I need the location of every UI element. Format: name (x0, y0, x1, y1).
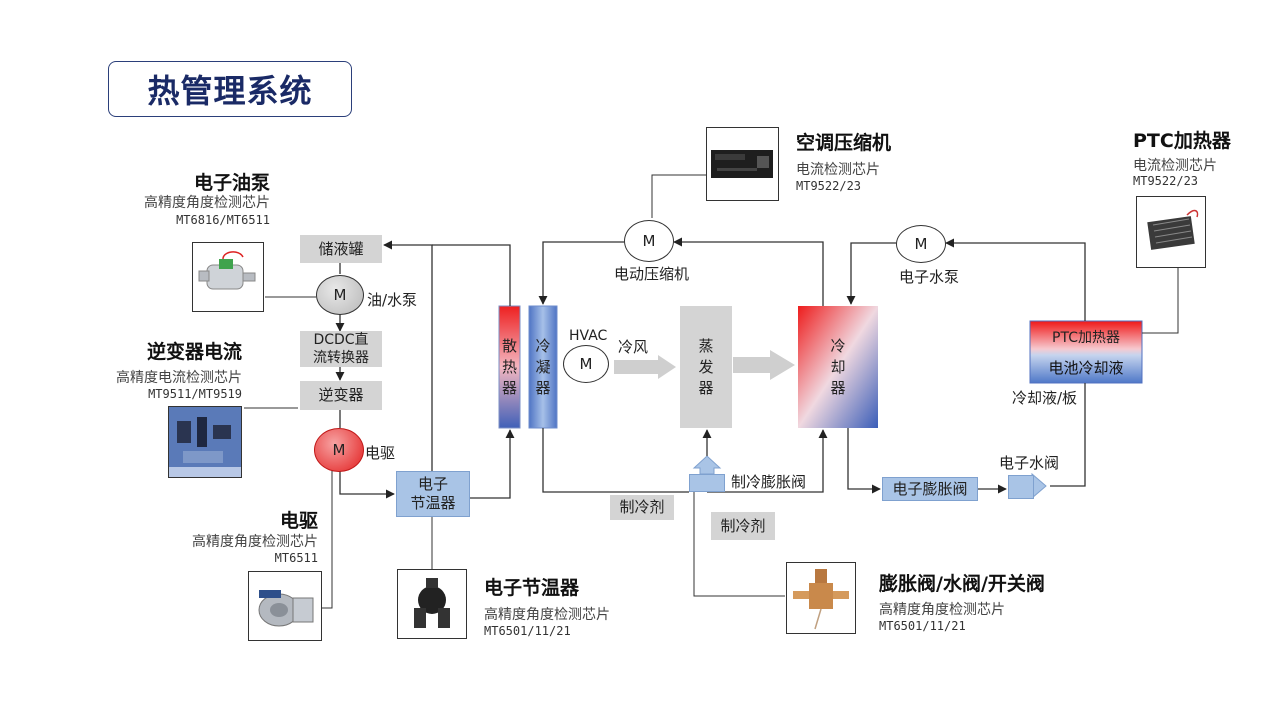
battery-coolant-box: 电池冷却液 (1048, 359, 1124, 377)
cooler-shape (798, 306, 878, 428)
callout-inverter-subtitle: 高精度电流检测芯片 (116, 370, 242, 386)
edrive-photo (248, 571, 322, 641)
thermostat-line-1: 电子 (417, 475, 448, 493)
cooler: 冷 却 器 (798, 306, 878, 428)
water-valve-arrow (1031, 472, 1047, 500)
oil-pump-label: 油/水泵 (367, 291, 418, 309)
compressor-label: 电动压缩机 (614, 265, 690, 283)
water-pump-label: 电子水泵 (899, 268, 960, 286)
cooler-char-2: 却 (830, 357, 846, 376)
callout-thermostat-subtitle: 高精度角度检测芯片 (484, 607, 610, 623)
inverter-photo (168, 406, 242, 478)
ptc-shape (1029, 320, 1143, 384)
oil-pump-photo (192, 242, 264, 312)
callout-compressor-code: MT9522/23 (796, 179, 862, 193)
ptc-heater-icon (1147, 209, 1199, 250)
callout-ptc-title: PTC加热器 (1133, 130, 1231, 152)
inverter-box: 逆变器 (300, 381, 382, 410)
callout-ptc-subtitle: 电流检测芯片 (1133, 158, 1217, 174)
callout-compressor-title: 空调压缩机 (796, 132, 892, 154)
dcdc-box: DCDC直 流转换器 (300, 331, 382, 367)
radiator-char-1: 散 (501, 336, 517, 355)
callout-compressor-subtitle: 电流检测芯片 (796, 162, 880, 178)
tank-box: 储液罐 (300, 235, 382, 263)
coolant-plate-label: 冷却液/板 (1012, 389, 1078, 407)
water-valve-box (1008, 475, 1034, 499)
evap-to-cooler-arrow (733, 350, 795, 380)
callout-oil-pump-code: MT6816/MT6511 (176, 213, 270, 227)
refrigerant-label-1: 制冷剂 (610, 495, 674, 520)
inverter-icon (169, 407, 241, 477)
callout-edrive-code: MT6511 (274, 551, 318, 565)
thermostat-icon (414, 578, 450, 628)
hvac-motor: M (563, 345, 609, 383)
radiator-char-3: 器 (501, 378, 517, 397)
thermostat-photo (397, 569, 467, 639)
water-pump-motor: M (896, 225, 946, 263)
callout-edrive-title: 电驱 (279, 510, 318, 532)
condenser-char-1: 冷 (535, 336, 551, 355)
expansion-up-arrow (692, 455, 722, 475)
callout-ptc-code: MT9522/23 (1133, 174, 1199, 188)
callout-inverter-title: 逆变器电流 (146, 341, 242, 363)
dcdc-line-1: DCDC直 (313, 332, 369, 348)
cold-air-label: 冷风 (618, 338, 649, 356)
thermostat-line-2: 节温器 (410, 494, 456, 512)
radiator-char-2: 热 (501, 357, 517, 376)
ptc-photo (1136, 196, 1206, 268)
valve-photo (786, 562, 856, 634)
callout-edrive-subtitle: 高精度角度检测芯片 (192, 534, 318, 550)
condenser-shape (528, 305, 558, 429)
callout-oil-pump-title: 电子油泵 (193, 172, 270, 194)
ac-compressor-icon (711, 150, 773, 178)
edrive-motor: M (314, 428, 364, 472)
oil-pump-icon (198, 251, 256, 290)
cooling-expansion-valve-box (689, 474, 725, 492)
cold-air-arrow (614, 355, 676, 379)
cooler-char-3: 器 (830, 378, 846, 397)
compressor-motor: M (624, 220, 674, 262)
condenser: 冷 凝 器 (529, 306, 557, 428)
callout-valves-subtitle: 高精度角度检测芯片 (879, 602, 1005, 618)
callout-inverter-code: MT9511/MT9519 (148, 387, 242, 401)
ac-compressor-photo (706, 127, 779, 201)
callout-thermostat-title: 电子节温器 (484, 577, 580, 599)
page-title: 热管理系统 (108, 61, 352, 117)
evaporator-char-2: 发 (698, 357, 714, 376)
expansion-valve-icon (793, 569, 849, 630)
cooling-expansion-valve-label: 制冷膨胀阀 (731, 473, 807, 491)
radiator: 散 热 器 (499, 306, 520, 428)
callout-valves-title: 膨胀阀/水阀/开关阀 (879, 573, 1045, 595)
callout-oil-pump-subtitle: 高精度角度检测芯片 (144, 195, 270, 211)
water-valve-label: 电子水阀 (999, 454, 1060, 472)
evaporator-char-1: 蒸 (698, 336, 714, 355)
callout-thermostat-code: MT6501/11/21 (484, 624, 571, 638)
hvac-label: HVAC (569, 328, 608, 344)
cooler-char-1: 冷 (830, 336, 846, 355)
oil-pump-motor: M (316, 275, 364, 315)
evaporator: 蒸 发 器 (680, 306, 732, 428)
e-expansion-valve-box: 电子膨胀阀 (882, 477, 978, 501)
condenser-char-2: 凝 (535, 357, 551, 376)
edrive-icon (258, 590, 314, 627)
ptc-heater-box: PTC加热器 (1052, 329, 1120, 346)
thermostat-box: 电子 节温器 (396, 471, 470, 517)
condenser-char-3: 器 (535, 378, 551, 397)
callout-valves-code: MT6501/11/21 (879, 619, 966, 633)
edrive-label: 电驱 (365, 444, 396, 462)
dcdc-line-2: 流转换器 (313, 350, 369, 366)
refrigerant-label-2: 制冷剂 (711, 512, 775, 540)
evaporator-char-3: 器 (698, 378, 714, 397)
